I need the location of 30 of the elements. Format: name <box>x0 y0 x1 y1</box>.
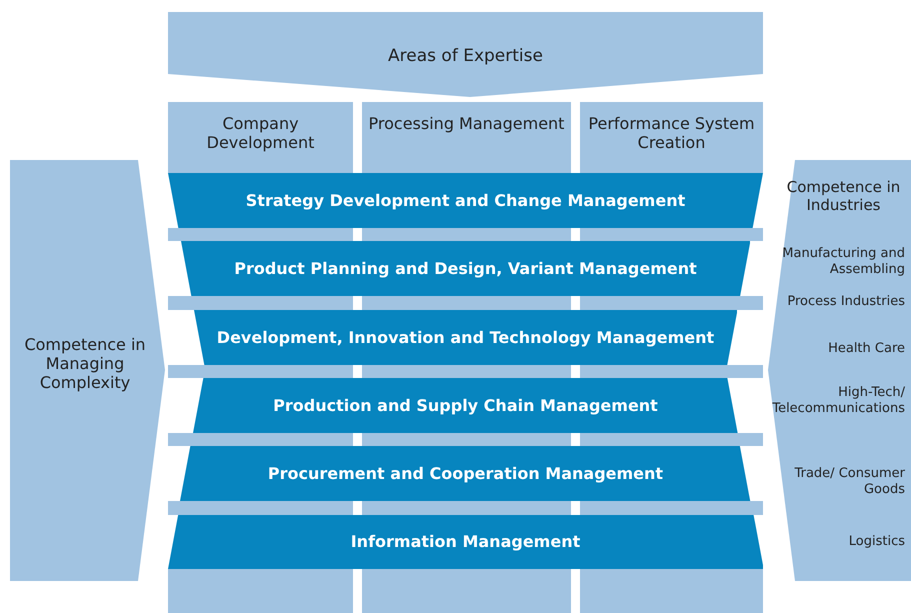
item-label: Health Care <box>827 341 906 357</box>
column-panel <box>362 102 571 173</box>
band-label: Strategy Development and Change Management <box>244 190 686 210</box>
band-label: Information Management <box>350 532 582 552</box>
band-label: Development, Innovation and Technology Management <box>216 328 716 347</box>
band-label: Product Planning and Design, Variant Management <box>233 258 698 278</box>
panel-label: Competence in Managing Complexity <box>23 335 147 393</box>
heading-label: Competence in Industries <box>786 178 902 214</box>
panel-label: Company Development <box>206 114 316 152</box>
band-label: Production and Supply Chain Management <box>272 396 659 415</box>
panel-label: Performance System Creation <box>587 114 756 152</box>
panel-label: Processing Management <box>368 114 566 134</box>
band <box>168 173 763 228</box>
band <box>168 515 764 569</box>
column-panel <box>168 102 353 173</box>
header-banner <box>168 12 763 97</box>
band <box>193 378 738 433</box>
item-label: Manufacturing and Assembling <box>781 246 906 278</box>
column-panel <box>580 102 763 173</box>
band <box>194 310 738 365</box>
side-panel <box>10 160 165 581</box>
item-label: Process Industries <box>786 294 906 310</box>
item-label: Trade/ Consumer Goods <box>794 466 906 498</box>
item-label: Logistics <box>848 534 906 550</box>
panel-label: Areas of Expertise <box>387 46 544 66</box>
band <box>180 446 751 501</box>
item-label: High-Tech/ Telecommunications <box>771 385 906 416</box>
side-panel <box>768 160 911 581</box>
band-label: Procurement and Cooperation Management <box>266 464 664 483</box>
band <box>180 241 750 296</box>
